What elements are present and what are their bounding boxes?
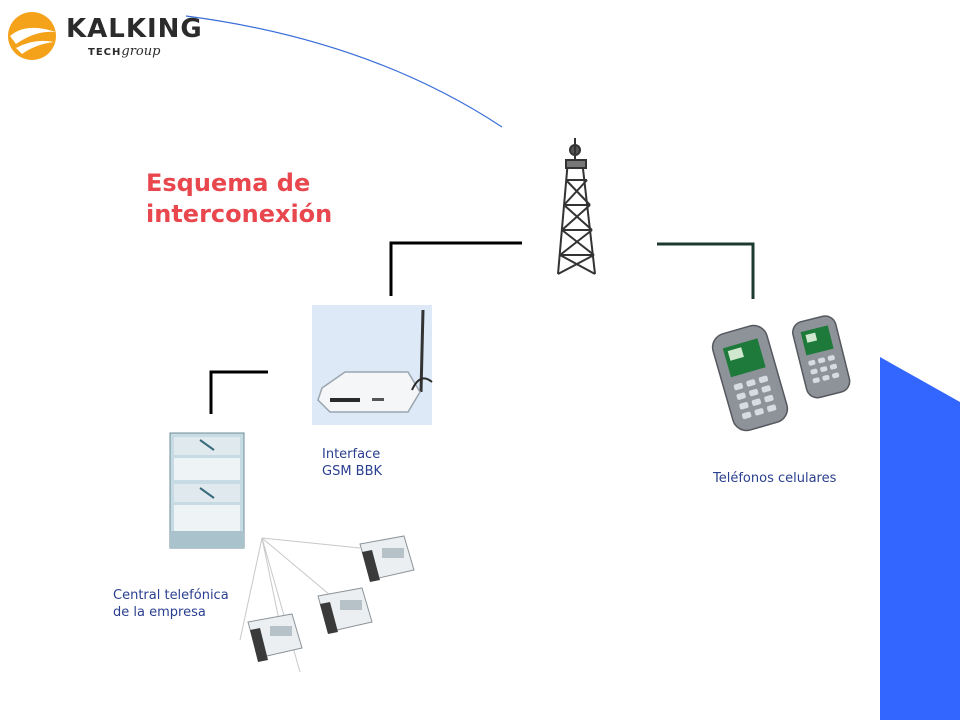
header-arc	[185, 15, 503, 128]
interface-caption-line-2: GSM BBK	[322, 464, 383, 479]
central-caption-line-1: Central telefónica	[113, 588, 229, 603]
pbx-cabinet-icon	[169, 432, 245, 549]
office-phones-group	[239, 535, 415, 673]
central-caption-line-2: de la empresa	[113, 605, 206, 620]
desk-phone-icon	[317, 587, 373, 634]
company-logo	[6, 6, 191, 68]
gsm-interface-icon	[312, 305, 433, 425]
brand-sub-script: group	[121, 44, 161, 59]
cell-tower-icon	[557, 138, 596, 275]
central-caption: Central telefónica de la empresa	[113, 587, 229, 621]
connector-interface-central	[209, 370, 268, 414]
slide-title: Esquema de interconexión	[146, 169, 333, 228]
logo-emblem-icon	[8, 12, 56, 60]
connector-tower-phones	[657, 242, 755, 299]
desk-phone-icon	[247, 613, 303, 662]
interface-caption: Interface GSM BBK	[322, 446, 382, 480]
brand-subtitle: TECHgroup	[88, 44, 160, 59]
desk-phone-icon	[359, 535, 415, 582]
interface-caption-line-1: Interface	[322, 447, 381, 462]
brand-name: KALKING	[66, 14, 203, 44]
phones-caption: Teléfonos celulares	[713, 471, 837, 486]
side-band	[880, 357, 960, 720]
connector-tower-interface	[389, 241, 522, 296]
brand-sub-prefix: TECH	[88, 47, 122, 58]
mobile-phones-icon	[711, 315, 851, 432]
